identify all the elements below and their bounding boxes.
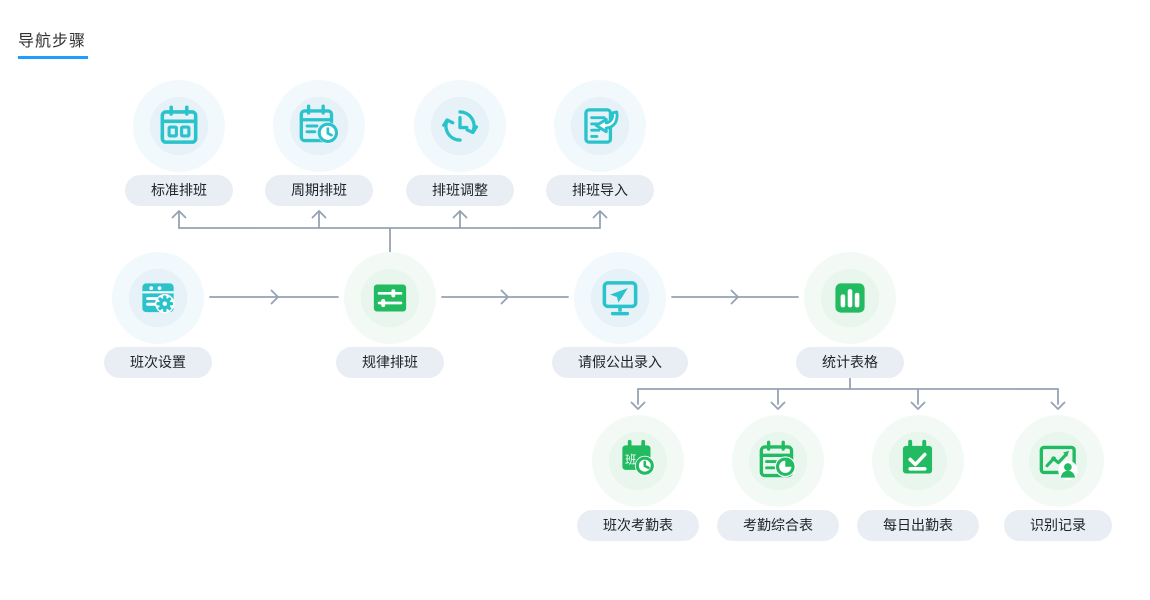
step-button-recognition-records[interactable]: 识别记录 bbox=[1004, 510, 1112, 541]
flow-node-regular-scheduling: 规律排班 bbox=[305, 252, 475, 378]
flow-node-shift-settings: 班次设置 bbox=[73, 252, 243, 378]
step-label: 班次考勤表 bbox=[603, 517, 673, 533]
import-document-icon bbox=[584, 108, 619, 144]
monitor-plane-icon bbox=[602, 281, 638, 316]
flow-node-attendance-summary-table: 考勤综合表 bbox=[693, 415, 863, 541]
step-button-leave-entry[interactable]: 请假公出录入 bbox=[552, 347, 688, 378]
step-label: 班次设置 bbox=[130, 354, 186, 370]
step-label: 排班导入 bbox=[572, 182, 628, 198]
node-circle[interactable] bbox=[872, 415, 964, 507]
top-branch-connector bbox=[171, 210, 608, 253]
flow-node-schedule-adjustment: 排班调整 bbox=[375, 80, 545, 206]
calendar-check-icon bbox=[902, 439, 933, 474]
step-label: 排班调整 bbox=[432, 182, 488, 198]
step-button-shift-attendance-table[interactable]: 班次考勤表 bbox=[577, 510, 699, 541]
step-button-cycle-scheduling[interactable]: 周期排班 bbox=[265, 175, 373, 206]
step-label: 标准排班 bbox=[151, 182, 207, 198]
step-button-shift-settings[interactable]: 班次设置 bbox=[104, 347, 212, 378]
flow-node-statistics-tables: 统计表格 bbox=[765, 252, 935, 378]
title-underline bbox=[18, 56, 88, 59]
node-circle[interactable] bbox=[554, 80, 646, 172]
step-label: 统计表格 bbox=[822, 354, 878, 370]
calendar-clock-icon bbox=[299, 104, 339, 144]
node-circle[interactable]: 班 bbox=[592, 415, 684, 507]
node-circle[interactable] bbox=[133, 80, 225, 172]
step-label: 每日出勤表 bbox=[883, 517, 953, 533]
node-circle[interactable] bbox=[804, 252, 896, 344]
flow-node-cycle-scheduling: 周期排班 bbox=[234, 80, 404, 206]
node-circle[interactable] bbox=[1012, 415, 1104, 507]
node-circle[interactable] bbox=[273, 80, 365, 172]
flow-node-recognition-records: 识别记录 bbox=[973, 415, 1143, 541]
screen-chart-person-icon bbox=[1039, 445, 1078, 481]
node-circle[interactable] bbox=[112, 252, 204, 344]
step-button-schedule-adjustment[interactable]: 排班调整 bbox=[406, 175, 514, 206]
step-label: 周期排班 bbox=[291, 182, 347, 198]
page-title: 导航步骤 bbox=[18, 33, 87, 50]
bar-chart-icon bbox=[835, 283, 865, 313]
step-button-attendance-summary-table[interactable]: 考勤综合表 bbox=[717, 510, 839, 541]
calendar-pie-icon bbox=[759, 440, 796, 478]
sliders-icon bbox=[373, 284, 407, 312]
step-button-standard-scheduling[interactable]: 标准排班 bbox=[125, 175, 233, 206]
flow-node-standard-scheduling: 标准排班 bbox=[94, 80, 264, 206]
shift-settings-gear-icon bbox=[142, 283, 175, 314]
step-button-statistics-tables[interactable]: 统计表格 bbox=[796, 347, 904, 378]
flow-node-leave-entry: 请假公出录入 bbox=[535, 252, 705, 378]
shift-clock-calendar-icon: 班 bbox=[622, 439, 655, 476]
step-button-daily-attendance-table[interactable]: 每日出勤表 bbox=[857, 510, 979, 541]
step-button-schedule-import[interactable]: 排班导入 bbox=[546, 175, 654, 206]
node-circle[interactable] bbox=[414, 80, 506, 172]
step-label: 请假公出录入 bbox=[578, 354, 662, 370]
flow-node-shift-attendance-table: 班 班次考勤表 bbox=[553, 415, 723, 541]
node-circle[interactable] bbox=[574, 252, 666, 344]
step-label: 规律排班 bbox=[362, 354, 418, 370]
middle-flow-arrows bbox=[209, 289, 799, 305]
svg-text:班: 班 bbox=[625, 454, 636, 467]
history-clock-icon bbox=[442, 110, 479, 142]
step-button-regular-scheduling[interactable]: 规律排班 bbox=[336, 347, 444, 378]
node-circle[interactable] bbox=[732, 415, 824, 507]
node-circle[interactable] bbox=[344, 252, 436, 344]
calendar-icon bbox=[160, 105, 198, 144]
flow-node-schedule-import: 排班导入 bbox=[515, 80, 685, 206]
step-label: 考勤综合表 bbox=[743, 517, 813, 533]
flow-node-daily-attendance-table: 每日出勤表 bbox=[833, 415, 1003, 541]
step-label: 识别记录 bbox=[1030, 517, 1086, 533]
bottom-branch-connector bbox=[630, 376, 1066, 410]
